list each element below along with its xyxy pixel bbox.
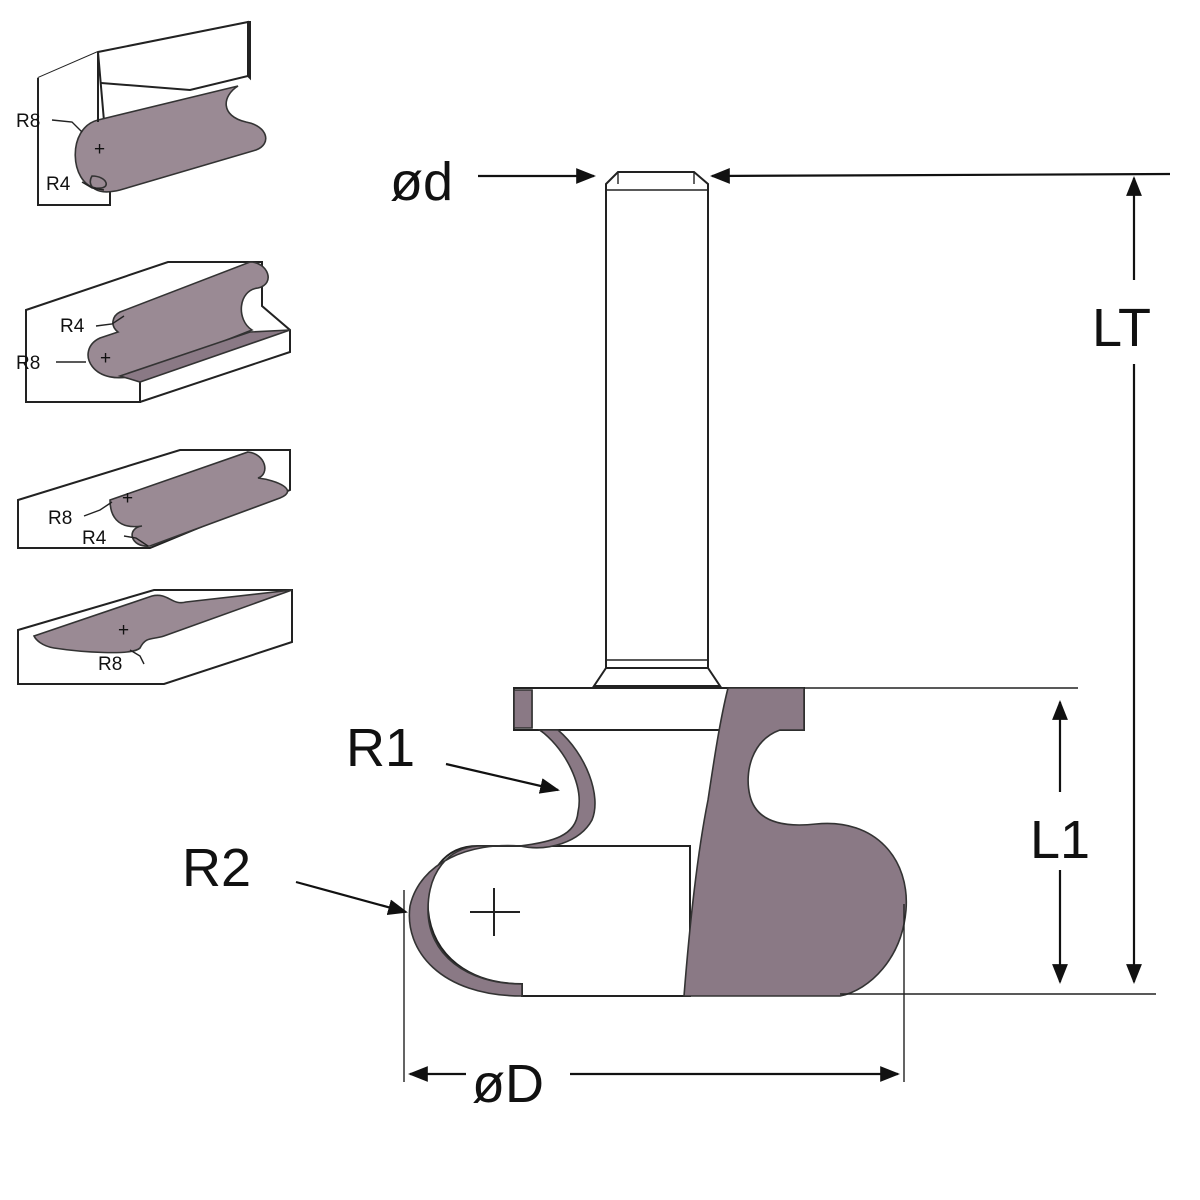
profile-sketch-1: + R8 R4: [16, 20, 267, 206]
shank-diameter-label: ød: [390, 152, 453, 212]
dimension-lines: [295, 168, 1171, 1082]
radius-1-label: R1: [346, 718, 415, 778]
svg-text:+: +: [118, 620, 129, 641]
cutting-diameter-label: øD: [472, 1054, 544, 1114]
cutting-wing: [683, 687, 908, 997]
profile-sketch-3: + R8 R4: [17, 449, 291, 549]
profile-3-label-a: R8: [48, 508, 72, 529]
profile-3-label-b: R4: [82, 528, 107, 549]
shank: [605, 171, 709, 669]
profile-2-label-a: R4: [60, 316, 85, 337]
profile-4-label: R8: [98, 654, 122, 675]
cutting-length-label: L1: [1030, 810, 1090, 870]
radius-2-label: R2: [182, 838, 251, 898]
profile-1-label-b: R4: [46, 174, 71, 195]
profile-1-label-a: R8: [16, 111, 40, 132]
svg-text:+: +: [94, 139, 105, 160]
svg-text:+: +: [122, 488, 133, 509]
router-bit: [408, 171, 908, 997]
profile-2-label-b: R8: [16, 353, 40, 374]
profile-sketch-2: + R4 R8: [16, 261, 291, 403]
svg-text:+: +: [100, 348, 111, 369]
total-length-label: LT: [1092, 298, 1151, 358]
profile-sketch-4: + R8: [17, 589, 293, 685]
